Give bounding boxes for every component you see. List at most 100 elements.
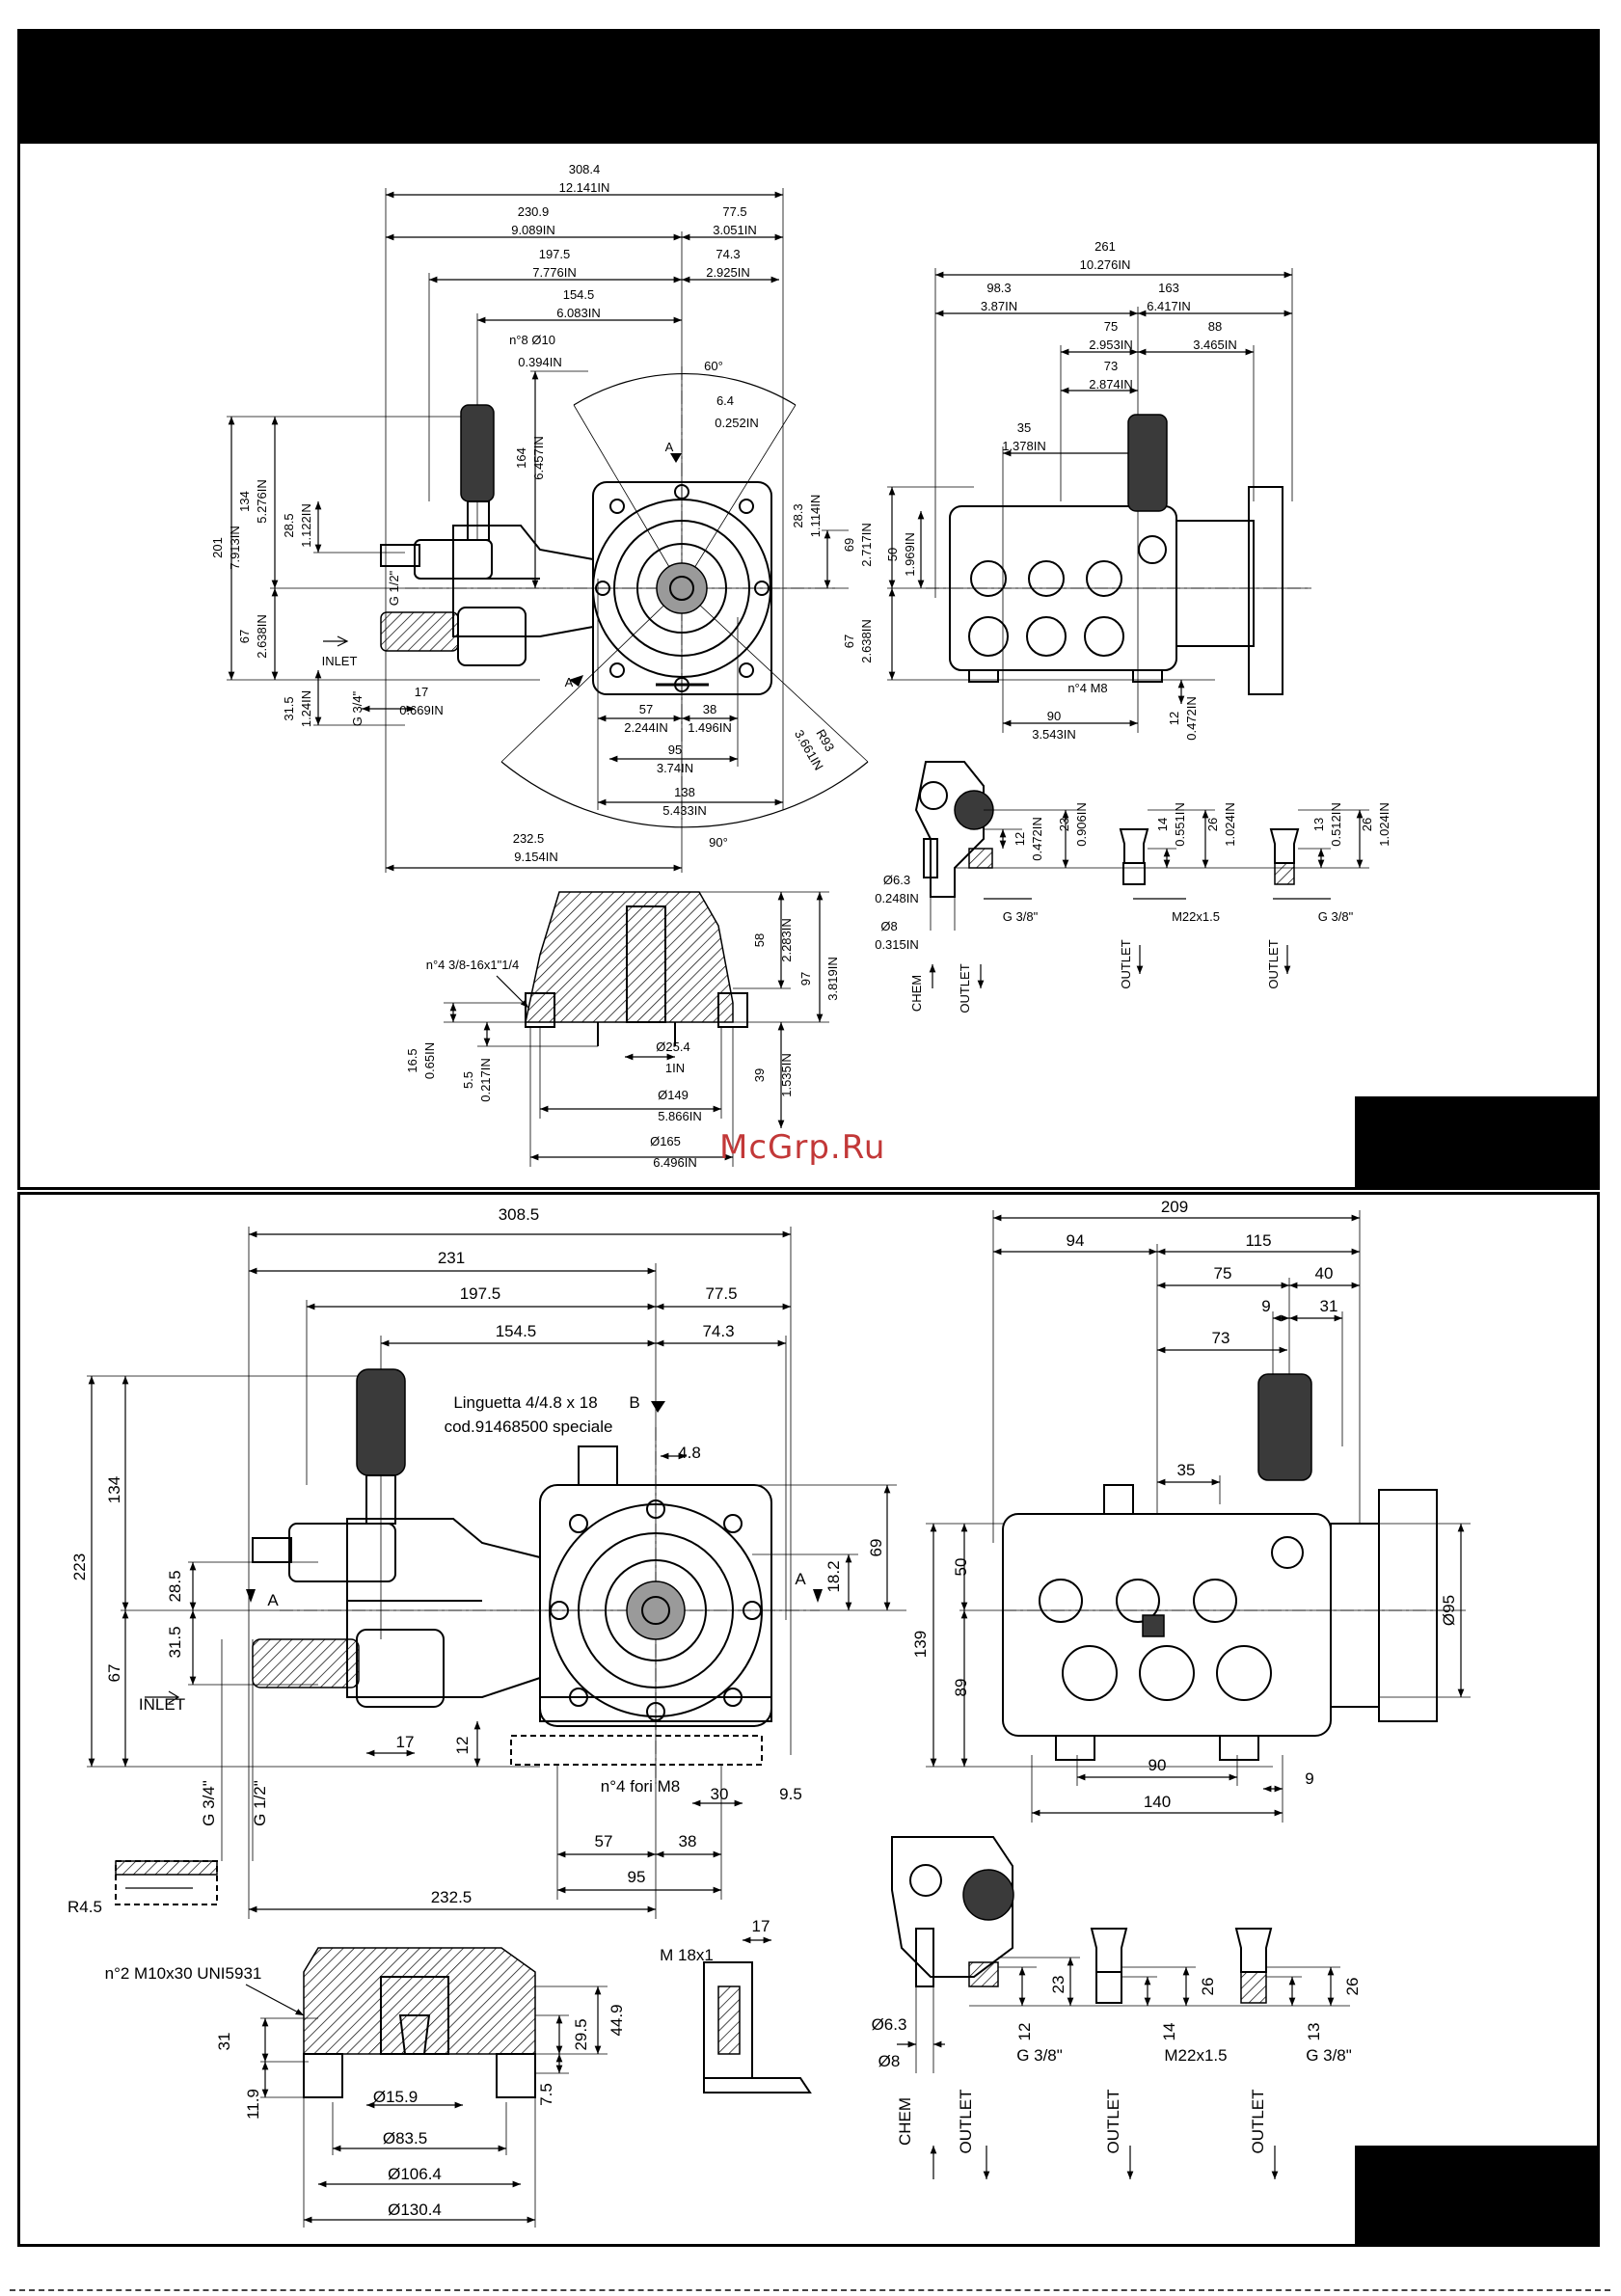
dim-text: 74.3 (716, 247, 740, 261)
dim-text: 26 (1343, 1978, 1362, 1996)
dim-text: 74.3 (702, 1322, 734, 1340)
dim-text: 58 (752, 933, 767, 947)
outlet-label: OUTLET (1266, 939, 1281, 988)
dim-text: G 1/2" (251, 1780, 269, 1826)
dim-text: G 1/2" (387, 570, 401, 606)
dim-text: 1IN (665, 1061, 685, 1075)
dim-text: n°8 Ø10 (509, 333, 555, 347)
dim-text: 1.122IN (299, 503, 313, 548)
dim-text: n°4 fori M8 (601, 1777, 680, 1796)
dim-text: 50 (952, 1558, 970, 1577)
dim-text: 69 (867, 1539, 885, 1557)
dim-text: 232.5 (431, 1888, 473, 1906)
dim-text: 17 (415, 685, 428, 699)
dim-text: 29.5 (572, 2018, 590, 2050)
dim-text: 154.5 (563, 287, 595, 302)
watermark-text: McGrp.Ru (719, 1128, 886, 1167)
dim-text: 88 (1208, 319, 1222, 334)
dim-text: 69 (842, 538, 856, 552)
dim-text: 0.248IN (875, 891, 919, 905)
dim-text: 26 (1199, 1978, 1217, 1996)
dim-text: 1.24IN (299, 690, 313, 727)
dim-text: 0.217IN (478, 1058, 493, 1102)
dim-text: 14 (1160, 2023, 1178, 2041)
dim-text: 97 (798, 972, 813, 986)
dim-text: 13 (1311, 818, 1326, 831)
dim-text: 164 (514, 447, 528, 469)
dim-text: 11.9 (244, 2089, 262, 2120)
dim-text: 0.906IN (1074, 802, 1089, 847)
dim-text: 12 (1015, 2023, 1034, 2041)
dim-text: 17 (752, 1917, 770, 1935)
dim-text: 308.4 (569, 162, 601, 176)
dim-text: 1.535IN (779, 1053, 794, 1097)
dim-text: n°2 M10x30 UNI5931 (105, 1964, 262, 1983)
dim-text: 28.3 (791, 503, 805, 527)
dim-text: 2.874IN (1089, 377, 1133, 392)
dim-text: 12 (453, 1737, 472, 1755)
dim-text: 2.283IN (779, 918, 794, 962)
dim-text: 35 (1177, 1461, 1196, 1479)
dim-text: Ø6.3 (883, 873, 910, 887)
dim-text: M22x1.5 (1172, 909, 1220, 924)
top-side-view: 261 10.276IN 98.3 3.87IN 163 6.417IN 75 … (842, 239, 1311, 742)
dim-text: Ø6.3 (872, 2015, 907, 2034)
dim-text: 23 (1049, 1976, 1067, 1994)
dim-text: Ø130.4 (388, 2201, 442, 2219)
dim-text: 38 (703, 702, 716, 716)
dim-text: 90 (1047, 709, 1061, 723)
dim-text: 10.276IN (1080, 257, 1131, 272)
dim-text: G 3/4" (200, 1780, 218, 1826)
dim-text: 0.472IN (1030, 817, 1044, 861)
dim-text: 31 (1320, 1297, 1338, 1315)
dim-text: 75 (1104, 319, 1118, 334)
dim-text: G 3/8" (1003, 909, 1039, 924)
outlet-label: OUTLET (1249, 2089, 1267, 2153)
corner-block-bottom (1355, 2146, 1597, 2244)
dim-text: 39 (752, 1068, 767, 1082)
chem-label: CHEM (909, 975, 924, 1012)
dim-text: 9.5 (779, 1785, 802, 1803)
dim-text: 0.315IN (875, 937, 919, 952)
dim-text: 28.5 (166, 1570, 184, 1602)
dim-text: 95 (668, 743, 682, 757)
nozzle-detail: M 18x1 17 (660, 1917, 812, 2093)
inlet-label: INLET (139, 1695, 185, 1714)
dim-text: 138 (674, 785, 695, 799)
dim-text: Ø149 (658, 1088, 689, 1102)
dim-text: 2.717IN (859, 523, 874, 567)
dim-text: 2.244IN (624, 720, 668, 735)
dim-text: 134 (105, 1476, 123, 1503)
section-label: A (795, 1570, 806, 1588)
pump-front-drawing-bottom (252, 1368, 772, 1766)
dim-text: 2.638IN (859, 619, 874, 663)
dim-text: 6.496IN (653, 1155, 697, 1170)
dim-text: 14 (1155, 818, 1170, 831)
dim-text: 3.74IN (657, 761, 693, 775)
dim-text: n°4 M8 (1067, 681, 1107, 695)
dim-text: 2.925IN (706, 265, 750, 280)
dim-text: 230.9 (518, 204, 550, 219)
dim-text: 9.154IN (514, 850, 558, 864)
dim-text: n°4 3/8-16x1"1/4 (426, 958, 520, 972)
dim-text: 26 (1205, 818, 1220, 831)
dim-text: 163 (1158, 281, 1179, 295)
dim-text: 23 (1057, 818, 1071, 831)
dim-text: 77.5 (705, 1284, 737, 1303)
pump-side-drawing-bottom (1002, 1373, 1438, 1761)
dim-text: 12 (1167, 712, 1181, 725)
dim-text: 77.5 (722, 204, 746, 219)
dim-text: 0.472IN (1184, 696, 1199, 741)
dim-text: 261 (1094, 239, 1116, 254)
dim-text: Ø95 (1440, 1595, 1458, 1626)
dim-text: 0.669IN (399, 703, 444, 717)
dim-text: 232.5 (513, 831, 545, 846)
dim-text: 197.5 (539, 247, 571, 261)
dim-text: 0.512IN (1329, 802, 1343, 847)
dim-text: 5.5 (461, 1071, 475, 1089)
dim-text: 1.024IN (1377, 802, 1391, 847)
dim-text: 18.2 (824, 1560, 843, 1592)
dim-text: Ø106.4 (388, 2165, 442, 2183)
dim-text: Ø8 (878, 2052, 901, 2070)
